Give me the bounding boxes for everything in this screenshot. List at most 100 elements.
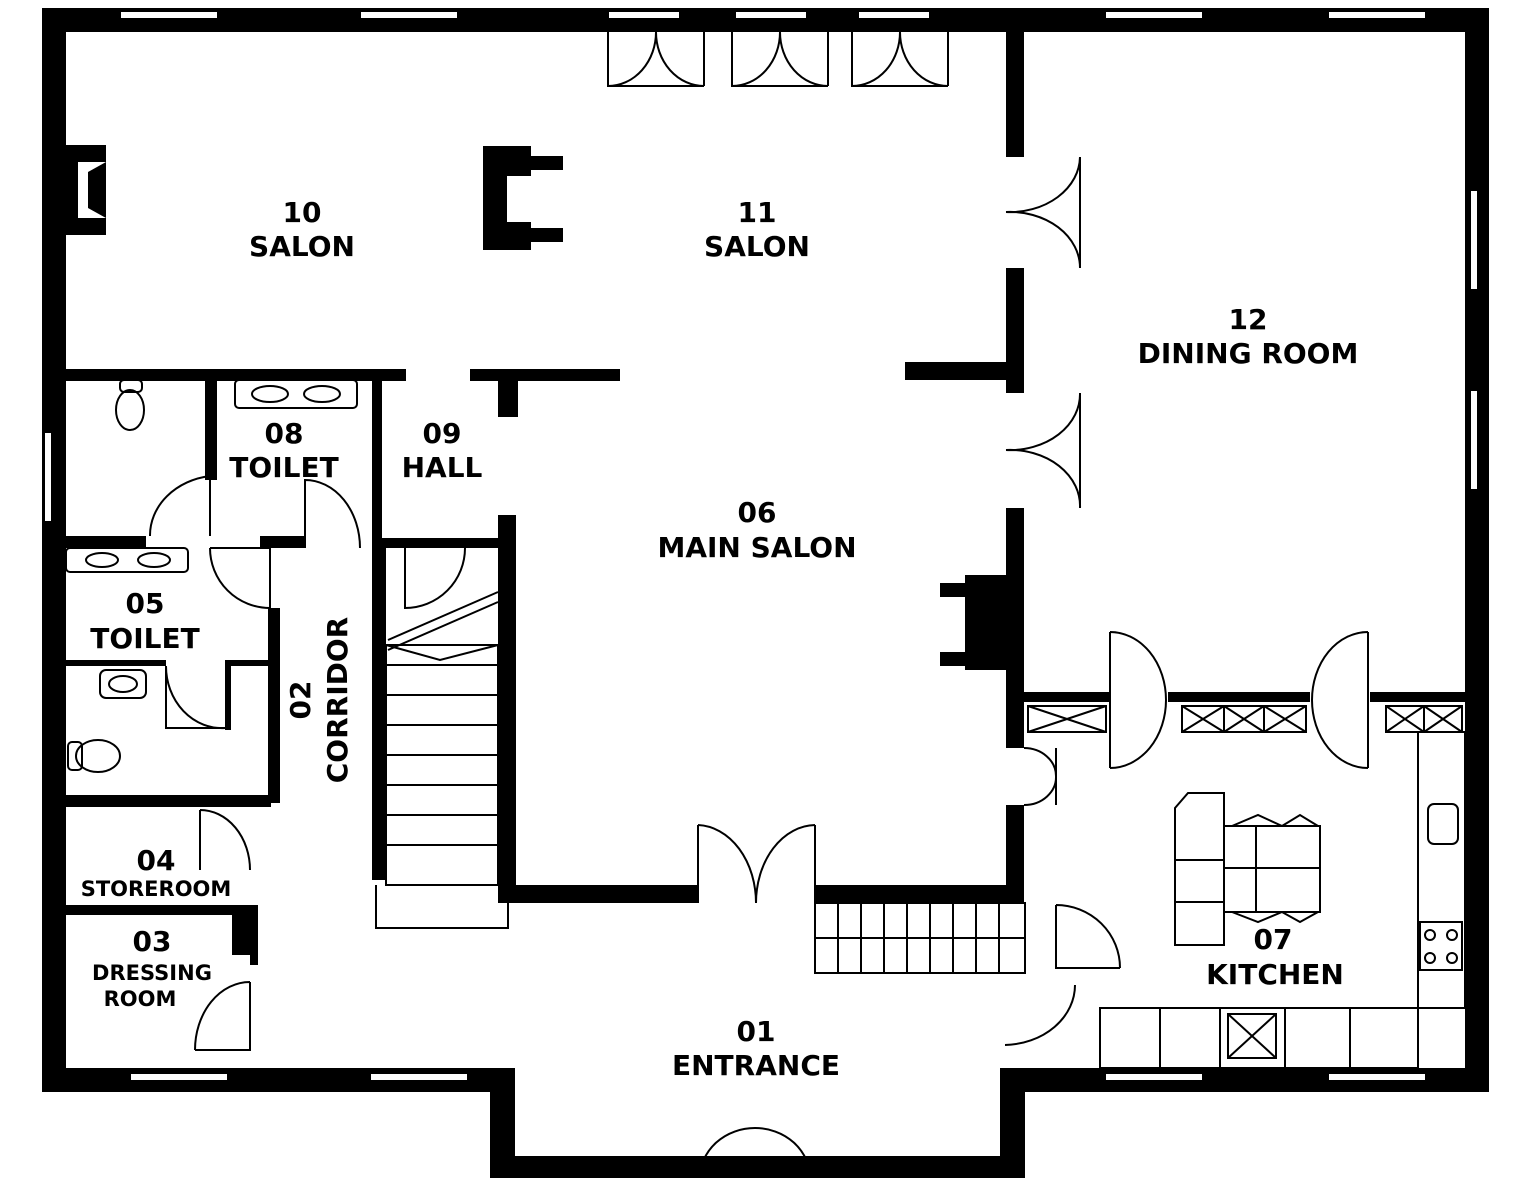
hob-burner-1 [1424,929,1436,941]
window-left-1 [43,431,53,523]
kitchen-cabinet-3-x [1385,705,1463,733]
fireplace-11-top [531,156,563,170]
door-kitchen-2 [1310,631,1369,769]
kitchen-counter-bottom-dividers [1159,1008,1351,1068]
wall-salon-bottom-mid [470,369,620,381]
windows [43,10,1479,1082]
stair-1-treads [386,664,498,846]
fireplace-10-cutout [78,162,106,218]
kitchen-cabinet-1-x [1027,705,1107,733]
room-07-number: 07 [1254,923,1293,956]
wall-hall-stub [498,369,518,417]
wall-stair-left [372,548,386,880]
kitchen-counter-right [1417,731,1466,1009]
basin-05-a [85,552,119,568]
window-right-2 [1469,389,1479,491]
toilet-05 [75,739,121,773]
door-main-salon [697,824,816,904]
room-09-name: HALL [402,451,483,484]
wall-dining-2 [1006,268,1024,393]
wall-toilet05-left [50,570,62,660]
room-02-number: 02 [284,681,317,720]
fireplace-main-bottom [940,652,965,666]
bidet-05-bowl [108,675,138,693]
wall-dining-1 [1006,32,1024,157]
room-03-number: 03 [133,925,172,958]
wall-toilet05-top-2 [260,536,305,548]
window-top-3 [607,10,681,20]
hob-burner-4 [1446,952,1458,964]
hob-burner-3 [1424,952,1436,964]
stair-1-frame [385,644,499,886]
wall-main-bottom-2 [815,885,1024,903]
room-10-number: 10 [283,196,322,229]
wall-toilet05-inner-2 [225,660,273,666]
room-08-number: 08 [265,417,304,450]
window-bottom-1 [129,1072,229,1082]
window-bottom-3 [1104,1072,1204,1082]
window-top-1 [119,10,219,20]
wall-main-left [498,515,516,903]
kitchen-chairs-top [1231,813,1319,827]
sink-08 [234,379,358,409]
door-front [699,1127,811,1179]
walls [42,8,1489,1178]
kitchen-cabinet-1 [1027,705,1107,733]
kitchen-hob [1419,921,1463,971]
room-labels: 10 SALON 11 SALON 12 DINING ROOM 08 TOIL… [81,196,1359,1082]
door-kitchen-small [1023,747,1058,806]
door-wc05 [164,665,226,730]
room-11-number: 11 [738,196,777,229]
kitchen-cabinet-2 [1181,705,1307,733]
room-07-name: KITCHEN [1206,958,1344,991]
door-dining-1 [1005,156,1082,269]
door-toilet05 [209,547,271,609]
door-storeroom [199,809,251,871]
basin-08-b [303,385,341,403]
wall-kitchen-top-2 [1168,692,1310,702]
room-01-number: 01 [737,1015,776,1048]
wall-dining-3 [1006,508,1024,693]
wall-hall-left [372,375,382,540]
wall-toilet05-right [268,608,280,803]
kitchen-table-dividers [1224,826,1320,912]
kitchen-oven-x [1227,1013,1277,1059]
window-top-5 [857,10,931,20]
door-toilet08 [148,474,211,537]
hob-burner-2 [1446,929,1458,941]
room-08-name: TOILET [229,451,338,484]
wall-entrance-bottom [490,1156,1025,1178]
room-05-name: TOILET [90,622,199,655]
stair-2-treads [815,903,1025,973]
door-dining-2 [1005,392,1082,509]
wall-kitchen-left-top [1006,693,1024,748]
wall-main-bottom-1 [498,885,698,903]
fireplace-cutouts [78,162,531,222]
wall-kitchen-top-1 [1024,692,1110,702]
wall-salon-stub [905,362,1006,380]
room-09-number: 09 [423,417,462,450]
kitchen-island [1174,792,1225,946]
kitchen-cabinet-2-x [1181,705,1307,733]
wall-storeroom-top [66,795,271,807]
wall-toilet05-top-1 [66,536,146,548]
wall-outer-right [1465,8,1489,1092]
wall-toilet05-inner-3 [225,660,231,730]
bidet-05 [99,669,147,699]
room-04-name: STOREROOM [81,877,232,901]
wall-dressing-cabinet [232,915,250,955]
door-dressing [194,981,251,1051]
door-stair [404,547,466,610]
toilet-08 [115,389,145,431]
room-05-number: 05 [126,587,165,620]
wall-stair-top [372,538,502,548]
room-12-number: 12 [1229,303,1268,336]
stair-1-landing [375,885,509,929]
wall-storeroom-bottom [66,905,256,915]
doors [148,31,1369,1179]
fixtures [65,379,1466,1069]
stair-1-rail [387,591,499,651]
wall-salon-bottom-left [66,369,406,381]
kitchen-chairs-bottom [1231,911,1319,924]
